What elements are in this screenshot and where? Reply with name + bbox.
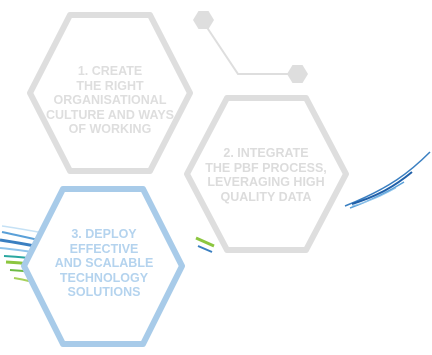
step-2-line: THE PBF PROCESS, bbox=[205, 160, 327, 175]
connector-line bbox=[201, 19, 298, 75]
step-2-line: 2. INTEGRATE bbox=[223, 146, 309, 160]
step-3-line: AND SCALABLE bbox=[54, 256, 154, 270]
step-3-line: TECHNOLOGY bbox=[59, 270, 149, 285]
connector-node-top bbox=[193, 11, 214, 29]
right-swoosh-decoration bbox=[344, 151, 431, 209]
hexagon-step-2 bbox=[184, 95, 349, 253]
connector-node-right bbox=[287, 65, 308, 83]
step-1-line: ORGANISATIONAL bbox=[53, 93, 167, 107]
step-2-line: QUALITY DATA bbox=[220, 189, 312, 204]
step-1-line: OF WORKING bbox=[68, 122, 152, 136]
step-2-line: LEVERAGING HIGH bbox=[207, 175, 325, 189]
step-3-text: 3. DEPLOY EFFECTIVE AND SCALABLE TECHNOL… bbox=[24, 227, 184, 300]
step-1-text: 1. CREATE THE RIGHT ORGANISATIONAL CULTU… bbox=[30, 64, 190, 137]
step-3-line: 3. DEPLOY bbox=[71, 227, 137, 241]
step-3-line: EFFECTIVE bbox=[69, 241, 139, 256]
step-3-line: SOLUTIONS bbox=[67, 285, 141, 299]
connector bbox=[193, 11, 308, 83]
step-2-text: 2. INTEGRATE THE PBF PROCESS, LEVERAGING… bbox=[186, 146, 346, 204]
hexagon-step-1 bbox=[27, 12, 193, 174]
hexagon-step-3 bbox=[21, 186, 185, 347]
step-1-line: THE RIGHT bbox=[76, 78, 144, 93]
step-1-line: 1. CREATE bbox=[77, 64, 143, 78]
step-1-line: CULTURE AND WAYS bbox=[45, 107, 174, 122]
